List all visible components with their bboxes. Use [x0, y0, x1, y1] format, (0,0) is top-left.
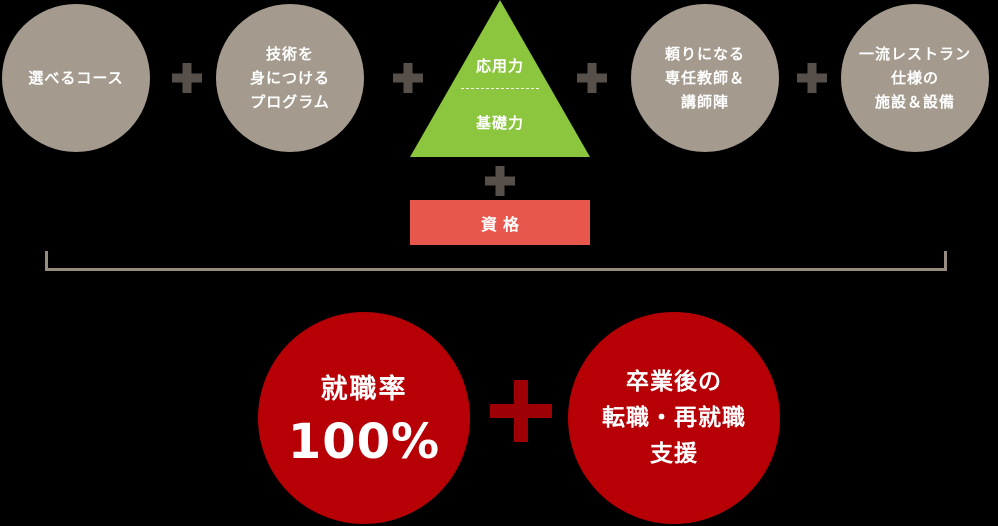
employment-rate-circle: 就職率 100%: [258, 312, 470, 524]
teachers-circle: 頼りになる 専任教師＆ 講師陣: [631, 4, 779, 152]
plus-icon: [172, 63, 202, 93]
circle-text-line: 施設＆設備: [874, 93, 955, 111]
qualification-label: 資格: [480, 214, 525, 234]
circle-text-line: 専任教師＆: [664, 69, 745, 87]
plus-icon: [577, 63, 607, 93]
circle-text-line: プログラム: [250, 93, 330, 111]
course-circle: 選べるコース: [2, 4, 150, 152]
circle-text-line: 技術を: [265, 45, 314, 63]
employment-rate-value: 100%: [287, 413, 441, 470]
facility-circle: 一流レストラン 仕様の 施設＆設備: [841, 4, 989, 152]
circle-text-line: 卒業後の: [626, 369, 722, 395]
circle-text-line: 選べるコース: [28, 69, 124, 87]
plus-icon: [490, 380, 552, 442]
circle-text-line: 身につける: [249, 69, 330, 87]
pyramid-top-label: 応用力: [475, 57, 524, 75]
program-circle: 技術を 身につける プログラム: [216, 4, 364, 152]
gather-bracket-right-tick: [944, 251, 947, 271]
pyramid-dashed-divider: [461, 88, 539, 89]
gather-bracket: [45, 268, 947, 271]
circle-text-line: 支援: [650, 441, 698, 467]
skill-pyramid: 応用力 基礎力: [410, 0, 590, 157]
circle-text-line: 一流レストラン: [858, 45, 971, 63]
pyramid-bottom-label: 基礎力: [475, 114, 524, 132]
gather-bracket-left-tick: [45, 251, 48, 271]
circle-text-line: 転職・再就職: [602, 405, 746, 431]
circle-text-line: 講師陣: [680, 93, 729, 111]
plus-icon: [485, 166, 515, 196]
plus-icon: [393, 63, 423, 93]
employment-rate-title: 就職率: [320, 373, 408, 405]
career-support-circle: 卒業後の 転職・再就職 支援: [568, 312, 780, 524]
plus-icon: [797, 63, 827, 93]
qualification-badge: 資格: [410, 200, 590, 245]
circle-text-line: 頼りになる: [664, 45, 745, 63]
circle-text-line: 仕様の: [890, 69, 939, 87]
